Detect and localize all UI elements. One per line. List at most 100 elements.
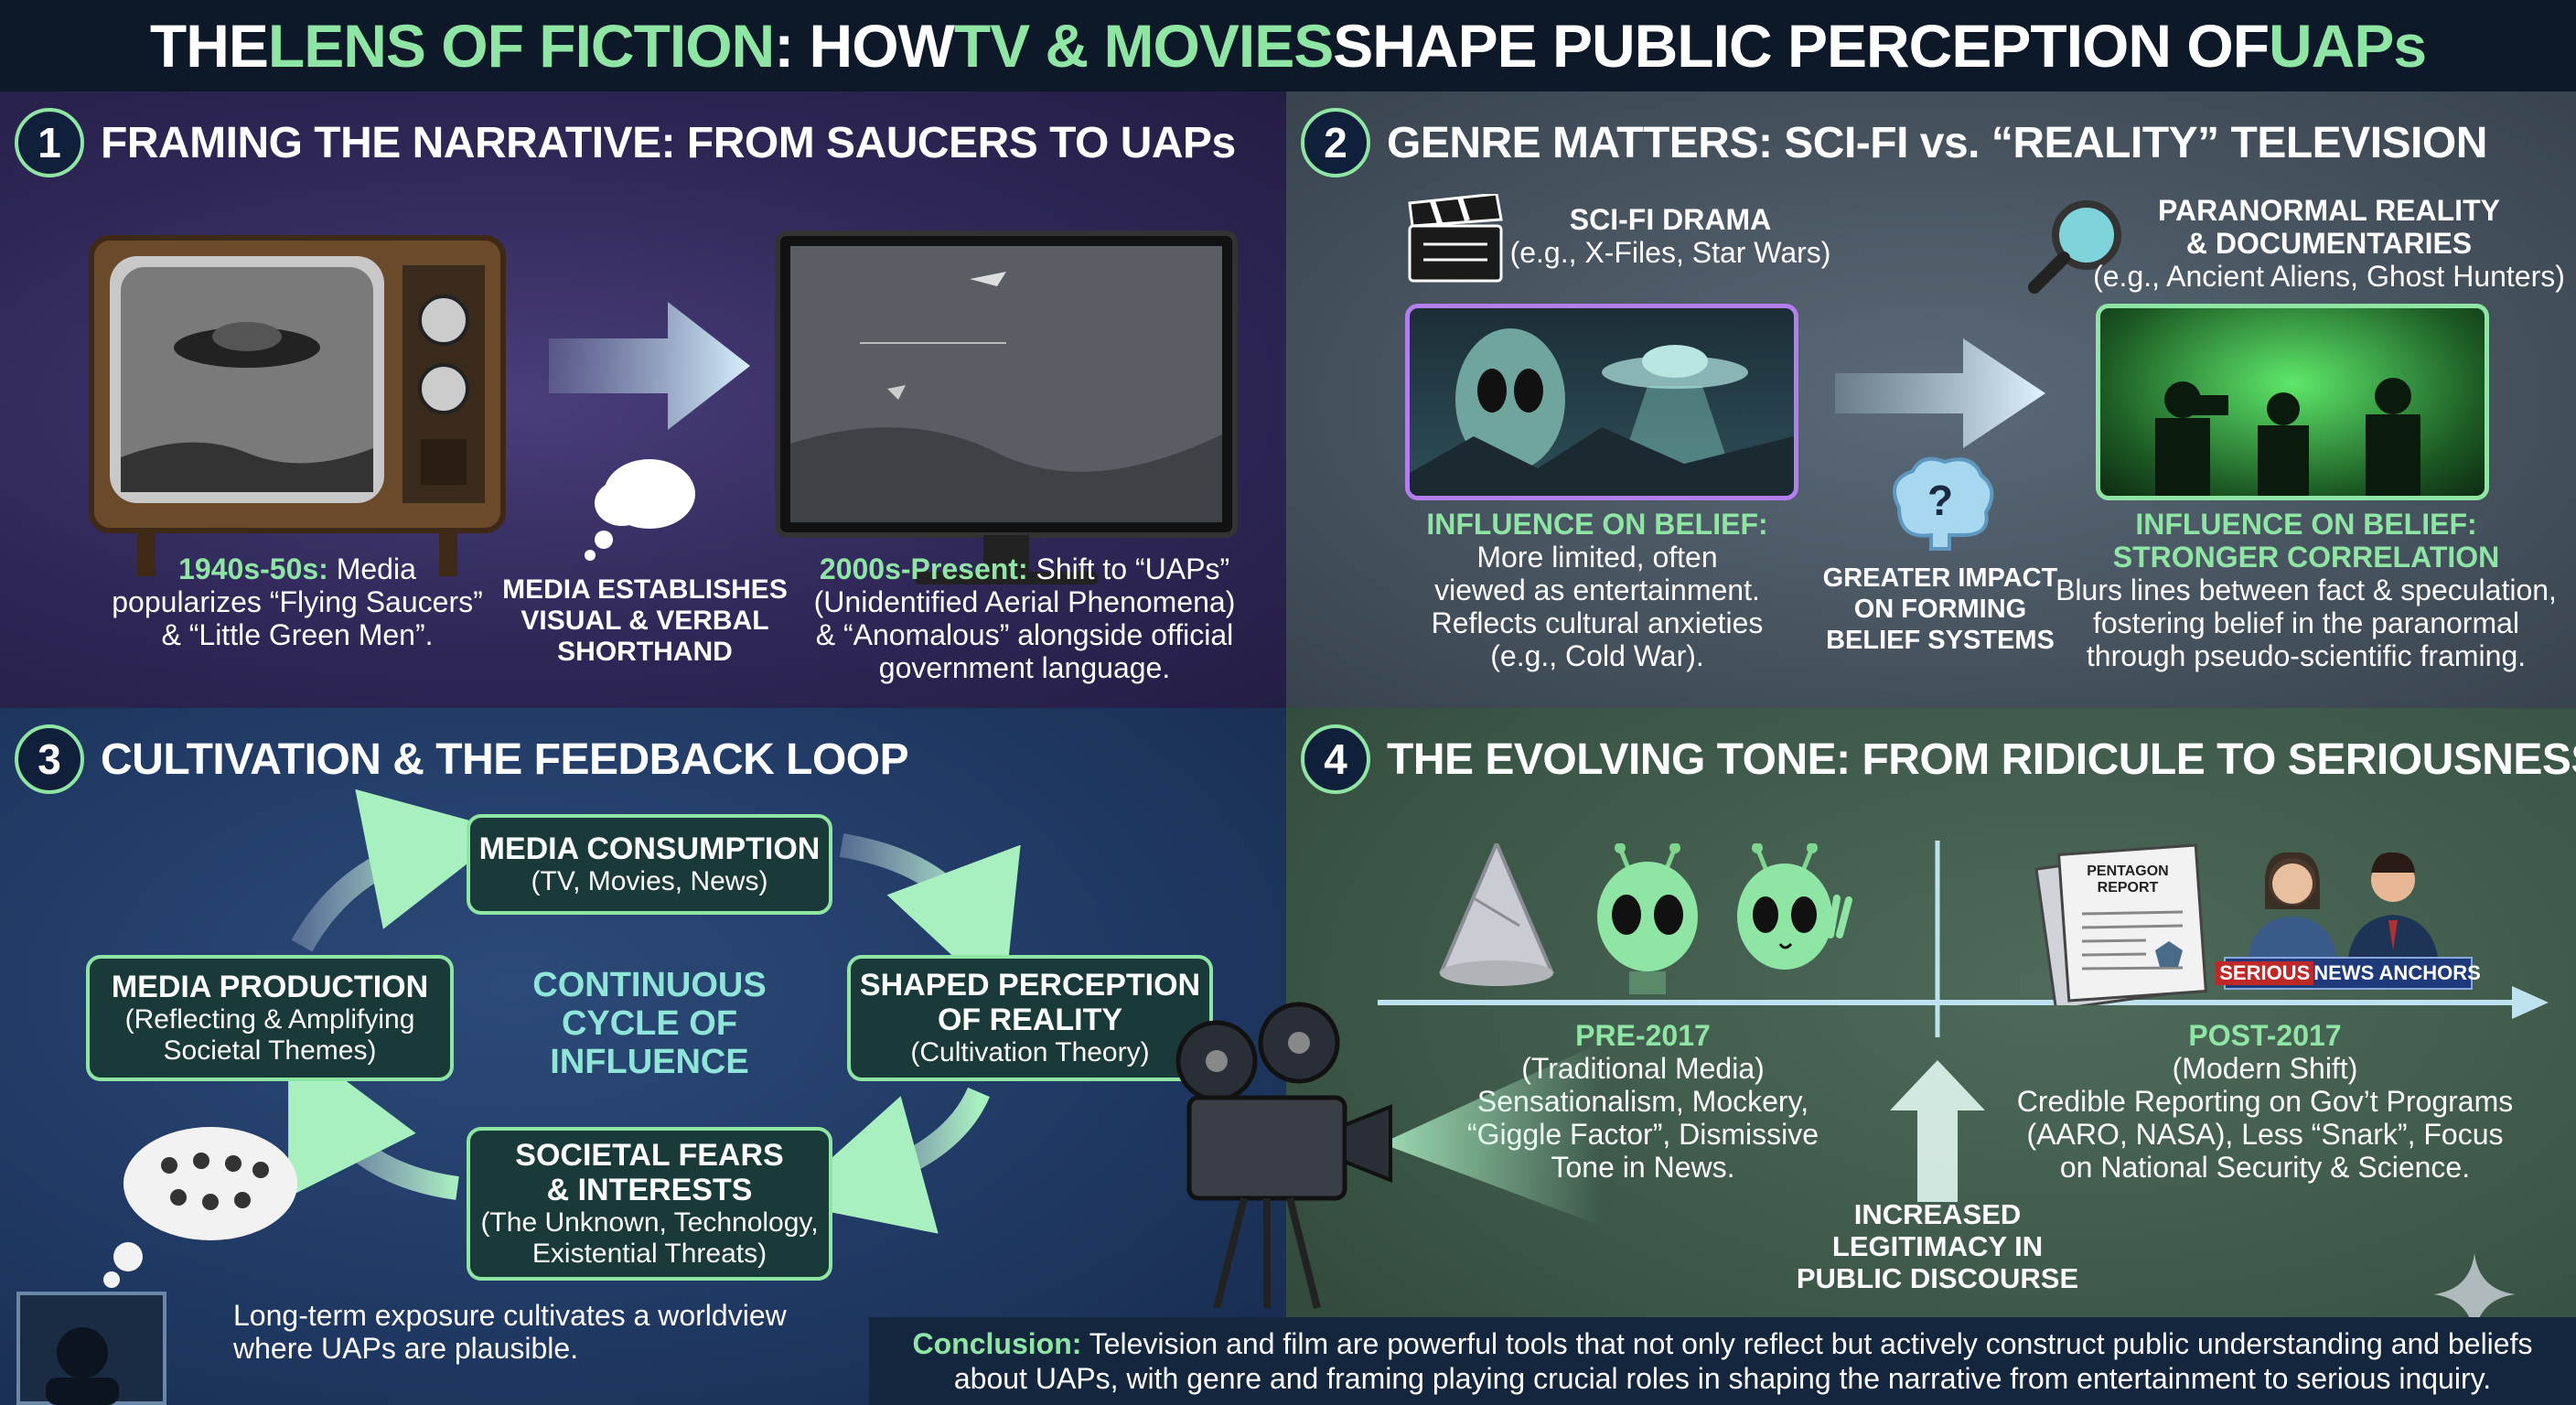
scifi-influence-line-4: (e.g., Cold War). (1490, 639, 1704, 672)
continuous-cycle-line-1: CONTINUOUS (532, 966, 767, 1004)
conclusion-line-1: Television and film are powerful tools t… (1081, 1327, 2533, 1360)
panel-4-heading: THE EVOLVING TONE: FROM RIDICULE TO SERI… (1387, 735, 2576, 784)
era-2000s-line-4: government language. (878, 651, 1171, 684)
panel-2-heading: GENRE MATTERS: SCI-FI vs. “REALITY” TELE… (1387, 118, 2487, 167)
reality-influence-title: INFLUENCE ON BELIEF: (2135, 508, 2477, 541)
media-production-sub-2: Societal Themes) (163, 1035, 377, 1066)
panel-4-number: 4 (1301, 724, 1370, 794)
panel-3-header: 3 CULTIVATION & THE FEEDBACK LOOP (15, 724, 909, 794)
reality-influence-strong: STRONGER CORRELATION (2112, 541, 2500, 574)
panel-1-header: 1 FRAMING THE NARRATIVE: FROM SAUCERS TO… (15, 108, 1236, 177)
societal-fears-sub-1: (The Unknown, Technology, (480, 1207, 819, 1238)
reality-influence-line-3: through pseudo-scientific framing. (2086, 639, 2527, 672)
era-1940s-line-3: & “Little Green Men”. (161, 618, 434, 651)
media-production-sub-1: (Reflecting & Amplifying (124, 1004, 415, 1035)
banner-news-anchors: NEWS ANCHORS (2313, 961, 2481, 984)
reality-influence-line-2: fostering belief in the paranormal (2092, 606, 2520, 639)
panel-3-number: 3 (15, 724, 84, 794)
continuous-cycle-line-2: CYCLE OF (561, 1004, 738, 1043)
era-1940s-caption: 1940s-50s: Media popularizes “Flying Sau… (82, 552, 512, 651)
era-2000s-line-3: & “Anomalous” alongside official (815, 618, 1234, 651)
paranormal-image (2096, 304, 2489, 500)
societal-fears-title-2: & INTERESTS (546, 1173, 753, 1207)
era-2000s-line-1: Shift to “UAPs” (1027, 552, 1230, 585)
film-projector-icon (1175, 1002, 1601, 1309)
panel-framing-narrative: 1 FRAMING THE NARRATIVE: FROM SAUCERS TO… (0, 91, 1286, 708)
post-2017-line-3: on National Security & Science. (2059, 1151, 2471, 1184)
cycle-arrows (288, 788, 1021, 1234)
media-consumption-title: MEDIA CONSUMPTION (478, 831, 821, 866)
scifi-influence-title: INFLUENCE ON BELIEF: (1426, 508, 1768, 541)
increased-legitimacy-line-2: LEGITIMACY IN (1831, 1230, 2044, 1262)
arrow-fears-to-production (288, 1037, 459, 1200)
timeline-axis (1378, 841, 2549, 1202)
societal-fears-title-1: SOCIETAL FEARS (515, 1138, 784, 1173)
alien-peace-icon (1737, 843, 1852, 970)
greater-impact-line-3: BELIEF SYSTEMS (1826, 626, 2055, 655)
shaped-perception-title-2: OF REALITY (937, 1003, 1123, 1037)
conclusion-bar: Conclusion: Television and film are powe… (869, 1317, 2576, 1405)
banner-serious: SERIOUS (2216, 961, 2314, 985)
arrow-perception-to-fears (781, 1087, 990, 1234)
brain-icon: ? (1893, 456, 1994, 551)
sparkle-icon (2433, 1253, 2516, 1335)
conclusion-label: Conclusion: (912, 1327, 1082, 1360)
post-2017-title: POST-2017 (2188, 1019, 2342, 1052)
genre-arrow-icon (1835, 338, 2045, 448)
scifi-drama-label: SCI-FI DRAMA (e.g., X-Files, Star Wars) (1487, 203, 1853, 269)
increased-legitimacy-line-3: PUBLIC DISCOURSE (1796, 1262, 2079, 1294)
news-anchor-icon (2247, 852, 2439, 964)
title-part-4: TV & MOVIES (953, 12, 1334, 80)
title-part-2: LENS OF FICTION (267, 12, 775, 80)
shaped-perception-title-1: SHAPED PERCEPTION (859, 968, 1201, 1003)
panel-2-number: 2 (1301, 108, 1370, 177)
serious-news-anchors-banner: SERIOUS NEWS ANCHORS (2216, 957, 2481, 990)
paranormal-title-1: PARANORMAL REALITY (2158, 194, 2500, 227)
pentagon-report-label-1: PENTAGON (2087, 863, 2168, 879)
post-2017-caption: POST-2017 (Modern Shift) Credible Report… (1981, 1019, 2549, 1184)
legitimacy-up-arrow (1890, 1060, 1985, 1202)
media-consumption-box: MEDIA CONSUMPTION (TV, Movies, News) (467, 814, 832, 915)
arrow-production-to-consumption (291, 788, 510, 952)
shorthand-line-3: SHORTHAND (557, 637, 733, 667)
continuous-cycle-label: CONTINUOUS CYCLE OF INFLUENCE (512, 966, 787, 1081)
era-1940s-line-1: Media (327, 552, 416, 585)
shorthand-caption: MEDIA ESTABLISHES VISUAL & VERBAL SHORTH… (494, 574, 796, 668)
title-part-1: THE (149, 12, 269, 80)
reality-influence-line-1: Blurs lines between fact & speculation, (2055, 574, 2557, 606)
scifi-image (1405, 304, 1798, 500)
magnifier-icon (2028, 200, 2121, 294)
paranormal-examples: (e.g., Ancient Aliens, Ghost Hunters) (2093, 260, 2565, 293)
panel-4-header: 4 THE EVOLVING TONE: FROM RIDICULE TO SE… (1301, 724, 2576, 794)
increased-legitimacy-line-1: INCREASED (1853, 1198, 2022, 1230)
tinfoil-hat-icon (1438, 843, 1555, 986)
newspaper-icon: PENTAGON REPORT (2034, 843, 2207, 1005)
era-2000s-label: 2000s-Present: (819, 552, 1028, 585)
scifi-drama-title: SCI-FI DRAMA (1569, 203, 1772, 236)
scifi-influence-caption: INFLUENCE ON BELIEF: More limited, often… (1387, 508, 1808, 672)
era-2000s-line-2: (Unidentified Aerial Phenomena) (813, 585, 1236, 618)
alien-icon (1597, 843, 1698, 994)
era-2000s-caption: 2000s-Present: Shift to “UAPs” (Unidenti… (787, 552, 1262, 684)
increased-legitimacy-caption: INCREASED LEGITIMACY IN PUBLIC DISCOURSE (1780, 1198, 2095, 1294)
long-term-exposure-line-1: Long-term exposure cultivates a worldvie… (233, 1299, 787, 1332)
monitor-icon (775, 231, 1238, 585)
title-part-3: : HOW (774, 12, 955, 80)
page-title: THE LENS OF FICTION : HOW TV & MOVIES SH… (0, 0, 2576, 91)
paranormal-reality-label: PARANORMAL REALITY & DOCUMENTARIES (e.g.… (2082, 194, 2576, 293)
title-part-5: SHAPE PUBLIC PERCEPTION OF (1333, 12, 2270, 80)
media-consumption-sub: (TV, Movies, News) (531, 866, 768, 896)
panel-evolving-tone: 4 THE EVOLVING TONE: FROM RIDICULE TO SE… (1286, 708, 2576, 1405)
person-at-computer-icon (16, 1127, 297, 1405)
societal-fears-box: SOCIETAL FEARS & INTERESTS (The Unknown,… (467, 1127, 832, 1281)
transition-arrow-icon (549, 302, 750, 430)
shorthand-line-1: MEDIA ESTABLISHES (502, 574, 788, 605)
brain-question-mark: ? (1927, 477, 1953, 524)
greater-impact-caption: GREATER IMPACT ON FORMING BELIEF SYSTEMS (1821, 563, 2059, 656)
long-term-exposure-line-2: where UAPs are plausible. (233, 1332, 579, 1365)
thought-cloud-icon (585, 459, 695, 561)
scifi-influence-line-3: Reflects cultural anxieties (1431, 606, 1764, 639)
pentagon-report-label-2: REPORT (2098, 880, 2159, 896)
panel-1-number: 1 (15, 108, 84, 177)
shaped-perception-sub: (Cultivation Theory) (910, 1037, 1150, 1067)
